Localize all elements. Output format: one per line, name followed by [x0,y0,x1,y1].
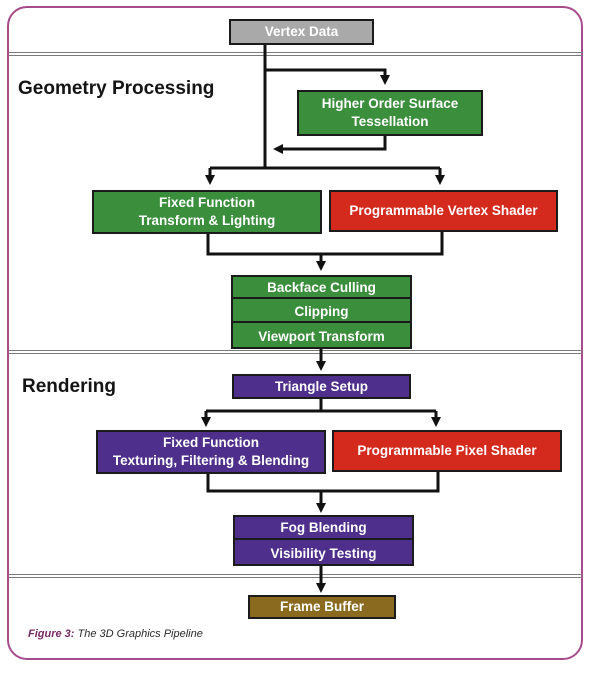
figure-label: Figure 3: [28,628,75,640]
divider-top [9,52,583,56]
rendering-output-stack: Fog Blending Visibility Testing [233,515,414,566]
fixed-texturing-filtering-blending-node: Fixed Function Texturing, Filtering & Bl… [96,430,326,474]
connector-merge-rendering [206,472,440,493]
rendering-title: Rendering [22,376,116,397]
backface-culling-node: Backface Culling [231,277,412,299]
connector-merge-geometry [206,232,444,256]
frame-buffer-node: Frame Buffer [248,595,396,619]
viewport-transform-node: Viewport Transform [231,325,412,347]
programmable-vertex-shader-node: Programmable Vertex Shader [329,190,558,232]
programmable-pixel-shader-node: Programmable Pixel Shader [332,430,562,472]
clipping-node: Clipping [231,301,412,323]
divider-geometry-rendering [9,350,583,354]
triangle-setup-node: Triangle Setup [232,374,411,399]
visibility-testing-node: Visibility Testing [233,542,414,564]
geometry-processing-title: Geometry Processing [18,78,215,99]
fixed-transform-lighting-node: Fixed Function Transform & Lighting [92,190,322,234]
figure-caption-text: The 3D Graphics Pipeline [77,628,203,640]
geometry-output-stack: Backface Culling Clipping Viewport Trans… [231,275,412,349]
connector-to-tessellation [265,68,390,85]
vertex-data-node: Vertex Data [229,19,374,45]
divider-bottom [9,574,583,578]
connector-from-tessellation [273,135,387,154]
figure-caption: Figure 3: The 3D Graphics Pipeline [28,628,203,640]
fog-blending-node: Fog Blending [233,517,414,540]
tessellation-node: Higher Order Surface Tessellation [297,90,483,136]
